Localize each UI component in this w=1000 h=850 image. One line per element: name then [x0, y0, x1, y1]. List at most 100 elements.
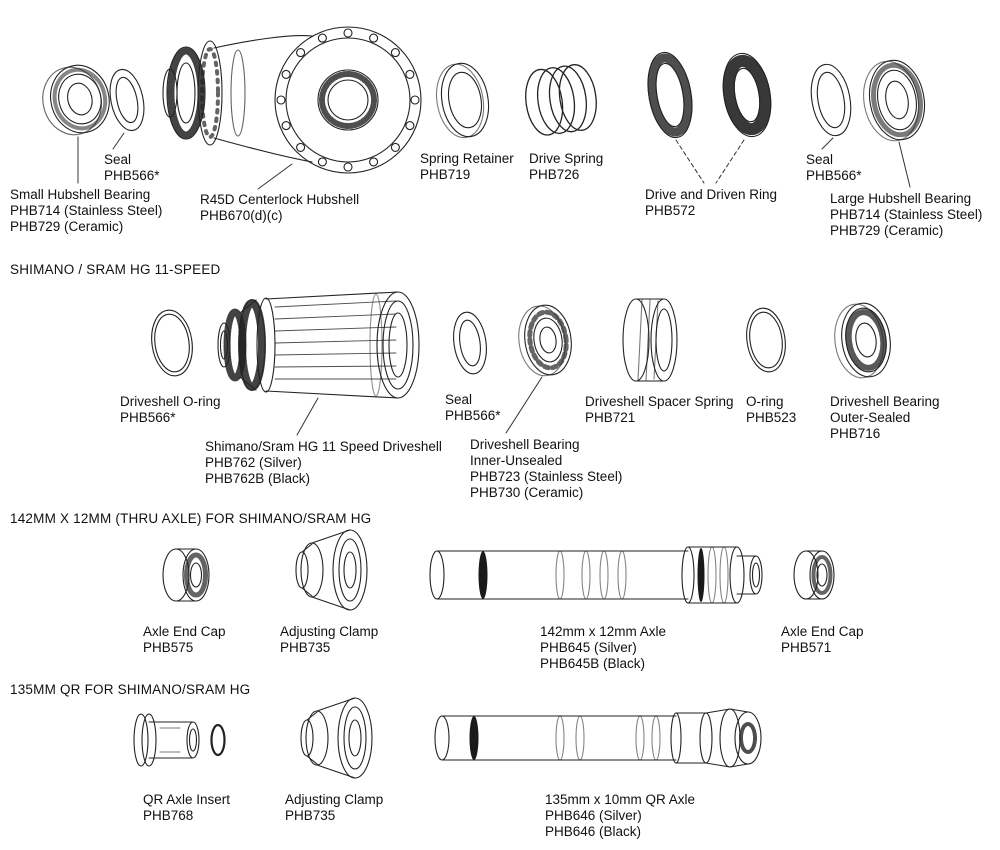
- label-line: PHB714 (Stainless Steel): [10, 203, 163, 218]
- seal-right-drawing: [810, 63, 852, 137]
- label-line: Driveshell O-ring: [120, 394, 221, 409]
- label-axle-end-cap-left: Axle End Cap PHB575: [143, 624, 226, 656]
- label-spring-retainer: Spring Retainer PHB719: [420, 151, 514, 183]
- label-line: PHB566*: [104, 168, 160, 183]
- small-hubshell-bearing-drawing: [42, 64, 110, 136]
- spring-retainer-drawing: [435, 62, 490, 139]
- label-line: 135mm x 10mm QR Axle: [545, 792, 696, 807]
- centerlock-hubshell-drawing: [162, 26, 422, 174]
- large-hubshell-bearing-drawing: [863, 59, 926, 142]
- label-line: PHB723 (Stainless Steel): [470, 469, 623, 484]
- label-line: Inner-Unsealed: [470, 453, 563, 468]
- label-axle-end-cap-right: Axle End Cap PHB571: [781, 624, 864, 656]
- section-header-hg-11-speed: SHIMANO / SRAM HG 11-SPEED: [10, 262, 221, 277]
- label-line: PHB768: [143, 808, 194, 823]
- label-line: Drive Spring: [529, 151, 604, 166]
- adjusting-clamp-2-drawing: [300, 697, 373, 779]
- seal-drawing: [453, 311, 487, 375]
- driven-ring-drawing: [722, 52, 772, 138]
- label-line: 142mm x 12mm Axle: [540, 624, 667, 639]
- label-line: PHB762B (Black): [205, 471, 311, 486]
- label-line: PHB726: [529, 167, 580, 182]
- section-header-qr-135: 135MM QR FOR SHIMANO/SRAM HG: [10, 682, 251, 697]
- o-ring-drawing: [746, 307, 786, 373]
- label-line: PHB730 (Ceramic): [470, 485, 584, 500]
- label-seal-left: Seal PHB566*: [104, 152, 160, 184]
- axle-end-cap-right-drawing: [793, 550, 835, 600]
- driveshell-spacer-spring-drawing: [622, 298, 678, 382]
- label-drive-spring: Drive Spring PHB726: [529, 151, 603, 183]
- label-line: Seal: [445, 392, 473, 407]
- label-seal-right: Seal PHB566*: [806, 152, 862, 184]
- label-driveshell-spacer-spring: Driveshell Spacer Spring PHB721: [585, 394, 734, 426]
- label-line: Shimano/Sram HG 11 Speed Driveshell: [205, 439, 442, 454]
- qr-axle-insert-drawing: [133, 713, 226, 767]
- label-centerlock-hubshell: R45D Centerlock Hubshell PHB670(d)(c): [200, 192, 359, 224]
- label-line: PHB572: [645, 203, 696, 218]
- label-line: Driveshell Bearing: [830, 394, 940, 409]
- label-line: PHB670(d)(c): [200, 208, 283, 223]
- label-driveshell-bearing-inner: Driveshell Bearing Inner-Unsealed PHB723…: [470, 437, 622, 501]
- label-line: PHB735: [285, 808, 336, 823]
- label-driveshell-bearing-outer: Driveshell Bearing Outer-Sealed PHB716: [830, 394, 940, 442]
- label-hg11-driveshell: Shimano/Sram HG 11 Speed Driveshell PHB7…: [205, 439, 442, 487]
- label-line: PHB646 (Black): [545, 824, 642, 839]
- label-line: PHB716: [830, 426, 881, 441]
- section-header-thru-axle-142: 142MM X 12MM (THRU AXLE) FOR SHIMANO/SRA…: [10, 511, 372, 526]
- label-line: PHB566*: [445, 408, 501, 423]
- label-line: Large Hubshell Bearing: [830, 191, 972, 206]
- adjusting-clamp-drawing: [295, 529, 368, 611]
- label-line: PHB571: [781, 640, 832, 655]
- leader-lines: [77, 132, 911, 436]
- label-line: PHB645 (Silver): [540, 640, 637, 655]
- label-line: PHB721: [585, 410, 636, 425]
- drive-spring-drawing: [525, 64, 597, 136]
- label-line: Seal: [806, 152, 834, 167]
- label-line: Driveshell Spacer Spring: [585, 394, 734, 409]
- label-line: PHB714 (Stainless Steel): [830, 207, 983, 222]
- label-line: Adjusting Clamp: [280, 624, 379, 639]
- drive-ring-drawing: [647, 51, 693, 139]
- label-line: PHB646 (Silver): [545, 808, 642, 823]
- driveshell-o-ring-drawing: [151, 309, 193, 377]
- label-line: PHB575: [143, 640, 194, 655]
- label-line: Spring Retainer: [420, 151, 514, 166]
- driveshell-bearing-outer-drawing: [834, 302, 891, 379]
- label-driveshell-o-ring: Driveshell O-ring PHB566*: [120, 394, 221, 426]
- label-line: O-ring: [746, 394, 784, 409]
- label-line: Small Hubshell Bearing: [10, 187, 151, 202]
- label-line: Axle End Cap: [781, 624, 864, 639]
- label-line: PHB719: [420, 167, 471, 182]
- label-qr-axle: 135mm x 10mm QR Axle PHB646 (Silver) PHB…: [545, 792, 695, 840]
- qr-axle-drawing: [434, 708, 762, 768]
- label-o-ring: O-ring PHB523: [746, 394, 796, 426]
- label-qr-axle-insert: QR Axle Insert PHB768: [143, 792, 230, 824]
- label-adjusting-clamp-2: Adjusting Clamp PHB735: [285, 792, 383, 824]
- hg11-driveshell-drawing: [217, 291, 420, 399]
- label-adjusting-clamp: Adjusting Clamp PHB735: [280, 624, 378, 656]
- label-line: Outer-Sealed: [830, 410, 911, 425]
- label-line: PHB729 (Ceramic): [10, 219, 124, 234]
- seal-left-drawing: [109, 68, 145, 132]
- label-line: PHB645B (Black): [540, 656, 646, 671]
- label-line: Adjusting Clamp: [285, 792, 384, 807]
- label-line: QR Axle Insert: [143, 792, 231, 807]
- label-seal: Seal PHB566*: [445, 392, 501, 424]
- label-line: Drive and Driven Ring: [645, 187, 778, 202]
- axle-end-cap-left-drawing: [162, 548, 210, 602]
- label-line: PHB729 (Ceramic): [830, 223, 944, 238]
- label-thru-axle: 142mm x 12mm Axle PHB645 (Silver) PHB645…: [540, 624, 666, 672]
- label-line: PHB735: [280, 640, 331, 655]
- label-small-hubshell-bearing: Small Hubshell Bearing PHB714 (Stainless…: [10, 187, 162, 235]
- label-line: PHB523: [746, 410, 797, 425]
- label-line: Driveshell Bearing: [470, 437, 580, 452]
- label-large-hubshell-bearing: Large Hubshell Bearing PHB714 (Stainless…: [830, 191, 982, 239]
- thru-axle-drawing: [429, 546, 763, 604]
- label-line: R45D Centerlock Hubshell: [200, 192, 360, 207]
- driveshell-bearing-inner-drawing: [518, 304, 572, 377]
- label-line: Axle End Cap: [143, 624, 226, 639]
- label-line: PHB566*: [806, 168, 862, 183]
- label-line: PHB566*: [120, 410, 176, 425]
